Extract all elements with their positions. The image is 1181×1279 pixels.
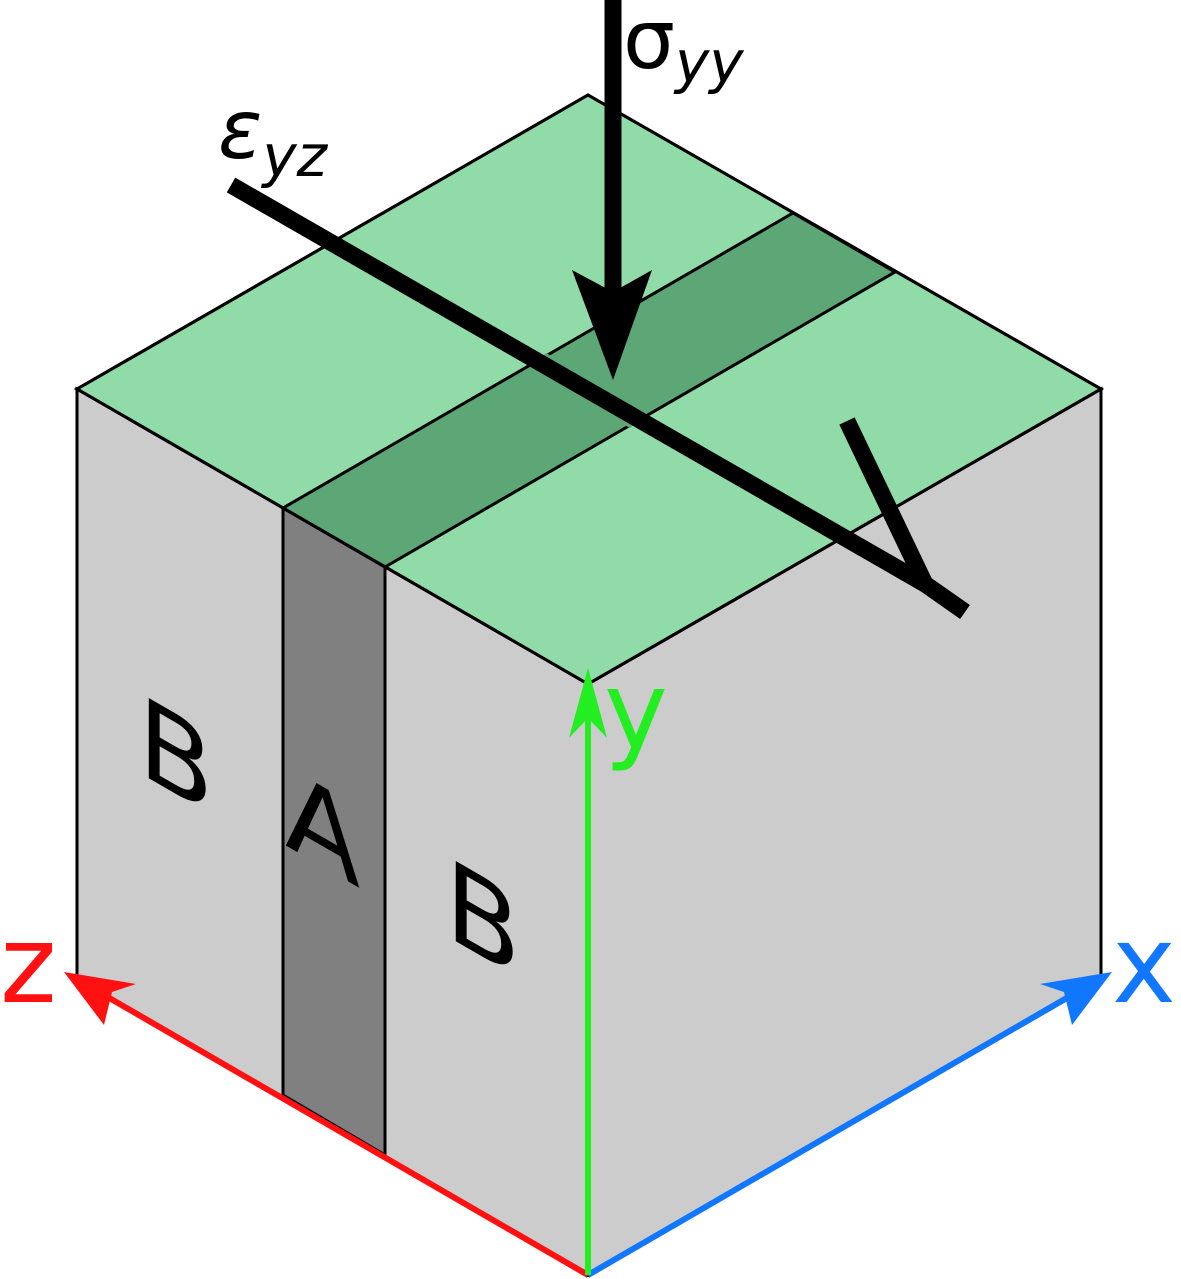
axis-y-arrowhead: [569, 668, 607, 738]
axis-z-arrowhead: [64, 972, 136, 1025]
axis-y-label: y: [604, 649, 668, 774]
epsilon-label: εyz: [218, 83, 329, 190]
sigma-label: σyy: [623, 0, 744, 96]
epsilon-subscript: yz: [260, 122, 328, 190]
sigma-yy-arrow: [572, 0, 652, 380]
axis-x-label: x: [1112, 903, 1176, 1028]
axis-y: [569, 668, 607, 1275]
epsilon-yz-arrow: [226, 177, 970, 619]
axis-z: [64, 972, 590, 1278]
sigma-yy-arrowhead: [572, 270, 652, 380]
axis-z-label: z: [0, 903, 57, 1028]
axis-x: [586, 972, 1112, 1278]
sigma-subscript: yy: [673, 28, 744, 96]
axis-x-arrowhead: [1040, 972, 1112, 1025]
